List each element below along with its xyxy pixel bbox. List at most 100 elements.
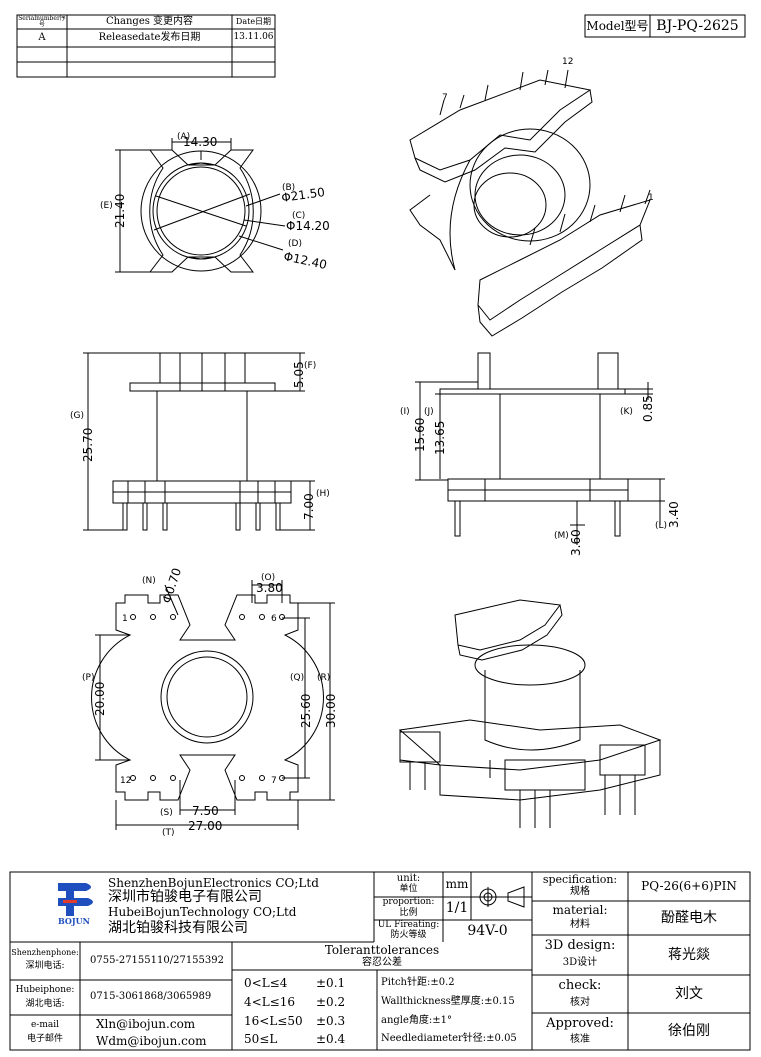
lab-r: (R) [317, 673, 330, 683]
lab-l: (L) [655, 521, 667, 531]
unit-label-cn: 单位 [399, 884, 418, 895]
lab-f: (F) [304, 361, 316, 371]
dim-o: 3.80 [256, 581, 283, 595]
dim-s: 7.50 [192, 804, 219, 818]
sz-phone-value: 0755-27155110/27155392 [90, 954, 224, 966]
rev-header-serial: Serialnumber序号 [18, 14, 66, 28]
rev-row-date: 13.11.06 [233, 32, 274, 43]
dim-n: Φ0.70 [160, 566, 184, 605]
approved-label-cn: 核准 [570, 1034, 590, 1046]
tol-range-4: 50≤L [244, 1031, 278, 1046]
bottom-view [91, 580, 335, 830]
tol-note-pitch: Pitch针距:±0.2 [381, 976, 455, 988]
tol-note-needle: Needlediameter针径:±0.05 [381, 1032, 517, 1044]
company-en-2: HubeiBojunTechnology CO;Ltd [108, 904, 297, 919]
lab-d: (D) [288, 239, 302, 249]
email-1[interactable]: Xln@ibojun.com [96, 1016, 196, 1031]
unit-value: mm [445, 877, 469, 892]
company-cn-1: 深圳市铂骏电子有限公司 [108, 888, 262, 905]
proportion-value: 1/1 [445, 900, 469, 917]
company-cn-2: 湖北铂骏科技有限公司 [108, 919, 248, 936]
model-label: Model型号 [586, 18, 649, 33]
ul-value: 94V-0 [467, 922, 508, 939]
dim-k: 0.85 [641, 395, 655, 422]
design-label: 3D design: [544, 938, 616, 954]
check-value: 刘文 [675, 985, 703, 1002]
dim-q: 25.60 [299, 694, 313, 728]
dim-r: 30.00 [324, 694, 338, 728]
dim-g: 25.70 [81, 428, 95, 462]
tol-value-2: ±0.2 [316, 994, 346, 1009]
side-view [415, 352, 665, 545]
rev-header-date: Date日期 [235, 16, 272, 26]
tol-note-wall: Wallthickness壁厚度:±0.15 [381, 995, 515, 1007]
ul-label: UL Fireating: [377, 919, 440, 930]
title-block-grid [9, 871, 751, 1051]
dim-l: 3.40 [667, 501, 681, 528]
dim-a: 14.30 [183, 135, 217, 149]
lab-j: (J) [424, 407, 434, 417]
tol-range-3: 16<L≤50 [244, 1013, 303, 1028]
tol-range-1: 0<L≤4 [244, 975, 288, 990]
pin-1-bottom: 1 [122, 614, 128, 624]
hb-phone-label-cn: 湖北电话: [25, 999, 65, 1010]
email-label-cn: 电子邮件 [26, 1033, 63, 1044]
logo-text: BOJUN [58, 915, 90, 926]
tol-value-4: ±0.4 [316, 1031, 346, 1046]
sz-phone-label: Shenzhenphone: [11, 947, 79, 957]
dim-b: Φ21.50 [280, 185, 325, 205]
dim-i: 15.60 [413, 418, 427, 452]
proportion-label: proportion: [382, 897, 435, 908]
dim-f: 5.05 [292, 361, 306, 388]
dim-t: 27.00 [188, 819, 222, 833]
email-2[interactable]: Wdm@ibojun.com [96, 1033, 207, 1048]
model-box [584, 14, 746, 38]
tolerance-title-cn: 容忍公差 [362, 957, 402, 969]
proportion-label-cn: 比例 [399, 907, 418, 918]
dim-j: 13.65 [433, 421, 447, 455]
email-label: e-mail [30, 1019, 60, 1030]
lab-i: (I) [400, 407, 410, 417]
material-label-cn: 材料 [570, 919, 590, 931]
lab-a: (A) [177, 132, 190, 142]
rev-row-serial: A [38, 31, 46, 43]
tol-range-2: 4<L≤16 [244, 994, 295, 1009]
lab-s: (S) [160, 808, 173, 818]
material-label: material: [552, 902, 608, 917]
unit-label: unit: [396, 872, 421, 884]
lab-m: (M) [554, 531, 569, 541]
ul-label-cn: 防火等级 [390, 929, 427, 940]
lab-b: (B) [282, 183, 295, 193]
tol-note-angle: angle角度:±1° [381, 1014, 453, 1026]
rev-header-changes: Changes 变更内容 [105, 15, 194, 27]
spec-label-cn: 规格 [570, 886, 590, 898]
tol-value-1: ±0.1 [316, 975, 346, 990]
hb-phone-label: Hubeiphone: [15, 985, 75, 996]
approved-label: Approved: [546, 1016, 614, 1032]
lab-k: (K) [620, 407, 633, 417]
iso-view-top [409, 69, 651, 337]
material-value: 酚醛电木 [661, 909, 717, 926]
dim-h: 7.00 [302, 493, 316, 520]
lab-g: (G) [70, 411, 84, 421]
lab-t: (T) [162, 828, 175, 838]
lab-o: (O) [261, 573, 275, 583]
pin-7-bottom: 7 [271, 776, 277, 786]
dim-c: Φ14.20 [286, 219, 330, 233]
spec-label: specification: [542, 873, 618, 887]
lab-c: (C) [292, 211, 305, 221]
dim-e: 21.40 [113, 194, 127, 228]
lab-q: (Q) [290, 673, 304, 683]
lab-n: (N) [142, 576, 156, 586]
hb-phone-value: 0715-3061868/3065989 [90, 991, 212, 1003]
dim-d: Φ12.40 [282, 249, 328, 272]
spec-value: PQ-26(6+6)PIN [641, 879, 737, 894]
check-label: check: [558, 978, 602, 994]
lab-e: (E) [100, 201, 113, 211]
pin-6-bottom: 6 [271, 614, 277, 624]
dimension-labels: (A) 14.30 (B) Φ21.50 (C) Φ14.20 (D) Φ12.… [70, 57, 681, 838]
pin-12-top: 12 [562, 57, 573, 67]
bojun-logo [58, 883, 93, 916]
lab-h: (H) [316, 489, 330, 499]
